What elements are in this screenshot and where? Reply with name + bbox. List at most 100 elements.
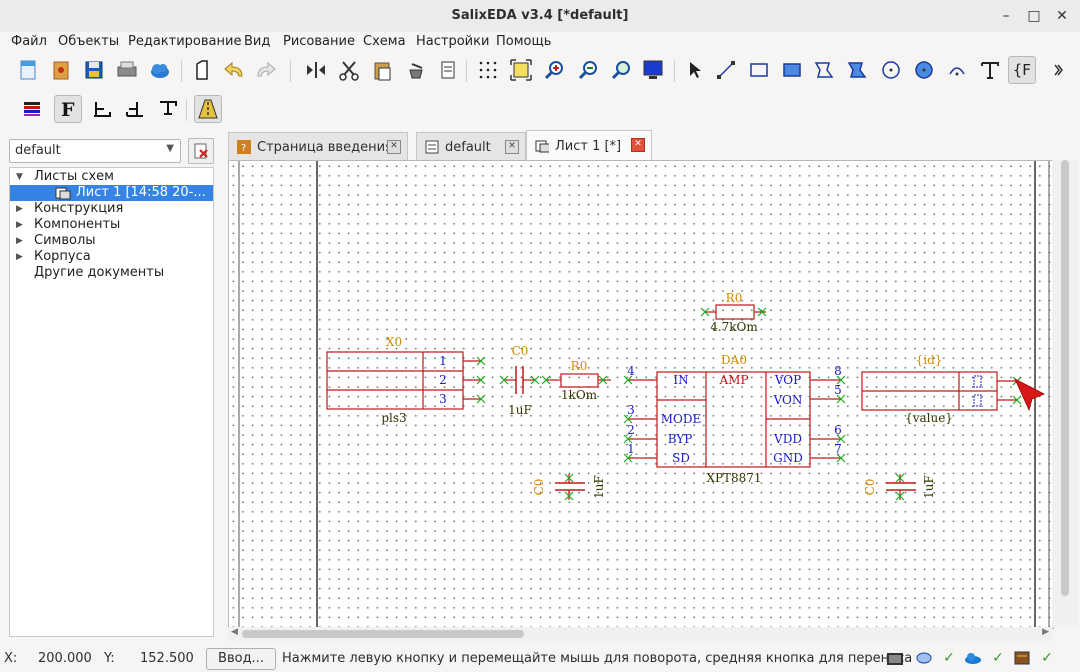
scroll-left-icon[interactable]: ◀	[231, 627, 238, 637]
close-icon[interactable]: ✕	[505, 140, 519, 154]
close-icon[interactable]: ✕	[387, 140, 401, 154]
draw-filled-polygon-icon[interactable]	[843, 56, 871, 84]
align-center-icon[interactable]	[121, 95, 149, 123]
tab-intro-page[interactable]: ? Страница введения ✕	[228, 132, 408, 161]
cap-value: 1uF	[508, 403, 532, 417]
toolbar-separator	[186, 99, 187, 121]
text-tool-icon[interactable]	[976, 56, 1004, 84]
cap-br-ref: C0	[863, 479, 877, 496]
amp-pin-num-5: 5	[834, 383, 842, 397]
capacitor-c0-bottom-left[interactable]: C0 1uF	[532, 473, 606, 501]
delete-project-button[interactable]	[188, 138, 214, 164]
capacitor-c0-bottom-right[interactable]: C0 1uF	[863, 473, 936, 501]
open-project-icon[interactable]	[47, 56, 75, 84]
amp-pin-in: IN	[673, 373, 688, 387]
project-select-value: default	[15, 143, 61, 158]
tree-item-construction[interactable]: ▶ Конструкция	[10, 201, 213, 217]
mirror-icon[interactable]	[302, 56, 330, 84]
cap-bl-value: 1uF	[592, 475, 606, 499]
clean-icon[interactable]	[402, 56, 430, 84]
draw-arc-icon[interactable]	[943, 56, 971, 84]
schematic-canvas[interactable]: X0 1 2 3 pls3 C0	[228, 160, 1054, 629]
connector-x0[interactable]: X0 1 2 3 pls3	[326, 335, 486, 425]
capacitor-c0-series[interactable]: C0 1uF	[499, 344, 540, 417]
scroll-right-icon[interactable]: ▶	[1042, 627, 1049, 637]
select-pointer-icon[interactable]	[681, 56, 709, 84]
paste-icon[interactable]	[368, 56, 396, 84]
draw-polygon-icon[interactable]	[810, 56, 838, 84]
connector-right[interactable]: {id} {value}	[861, 353, 1022, 425]
menu-settings[interactable]: Настройки	[416, 34, 490, 49]
menu-help[interactable]: Помощь	[496, 34, 552, 49]
chevron-right-icon[interactable]: ▶	[16, 252, 23, 262]
zoom-fit-icon[interactable]	[507, 56, 535, 84]
menu-draw[interactable]: Рисование	[283, 34, 355, 49]
tree-item-schematic-sheets[interactable]: ▼ Листы схем	[10, 169, 213, 185]
tree-item-symbols[interactable]: ▶ Символы	[10, 233, 213, 249]
vertical-scrollbar[interactable]	[1052, 160, 1078, 627]
road-mode-icon[interactable]	[194, 95, 222, 123]
grid-icon[interactable]	[474, 56, 502, 84]
vertical-scroll-thumb[interactable]	[1061, 160, 1069, 596]
library-icon[interactable]	[1011, 648, 1033, 668]
draw-rect-icon[interactable]	[745, 56, 773, 84]
zoom-in-icon[interactable]	[540, 56, 568, 84]
x0-pin-3: 3	[439, 392, 447, 406]
field-tool-icon[interactable]: {F}	[1008, 56, 1036, 84]
undo-icon[interactable]	[220, 56, 248, 84]
cut-icon[interactable]	[335, 56, 363, 84]
tree-item-components[interactable]: ▶ Компоненты	[10, 217, 213, 233]
draw-line-icon[interactable]	[712, 56, 740, 84]
resistor-r0-series[interactable]: R0 1kOm	[541, 359, 611, 402]
draw-circle-icon[interactable]	[877, 56, 905, 84]
chevron-right-icon[interactable]: ▶	[16, 236, 23, 246]
align-right-icon[interactable]	[154, 95, 182, 123]
horizontal-scroll-thumb[interactable]	[242, 630, 524, 638]
amp-pin-num-2: 2	[627, 423, 635, 437]
draw-filled-circle-icon[interactable]	[910, 56, 938, 84]
svg-text:?: ?	[241, 143, 246, 154]
minimize-button[interactable]: –	[1002, 8, 1010, 24]
close-button[interactable]: ✕	[1056, 8, 1068, 24]
tab-default[interactable]: default ✕	[416, 132, 526, 161]
monitor-icon[interactable]	[639, 56, 667, 84]
close-icon[interactable]: ✕	[631, 138, 645, 152]
tree-item-other-docs[interactable]: Другие документы	[10, 265, 213, 281]
resistor-r0-top[interactable]: R0 4.7kOm	[700, 291, 767, 334]
horizontal-scrollbar[interactable]: ◀ ▶	[228, 627, 1052, 641]
zoom-out-icon[interactable]	[574, 56, 602, 84]
redo-icon[interactable]	[252, 56, 280, 84]
maximize-button[interactable]: □	[1027, 8, 1041, 24]
chevron-right-icon[interactable]: ▶	[16, 220, 23, 230]
cloud-sync-icon[interactable]	[962, 648, 984, 668]
layers-icon[interactable]	[18, 95, 46, 123]
tree-item-sheet-1[interactable]: Лист 1 [14:58 20-...	[10, 185, 213, 201]
save-icon[interactable]	[80, 56, 108, 84]
project-icon	[425, 140, 439, 154]
menu-schematic[interactable]: Схема	[363, 34, 406, 49]
film-icon[interactable]	[884, 648, 906, 668]
menu-file[interactable]: Файл	[11, 34, 47, 49]
properties-icon[interactable]	[434, 56, 462, 84]
tree-item-packages[interactable]: ▶ Корпуса	[10, 249, 213, 265]
input-button[interactable]: Ввод...	[206, 648, 276, 670]
font-bold-icon[interactable]: F	[54, 95, 82, 123]
amplifier-da0[interactable]: DA0 AMP IN MODE BYP SD VOP VON VDD GND	[623, 353, 846, 485]
chevron-right-icon[interactable]: ▶	[16, 204, 23, 214]
chevron-down-icon[interactable]: ▼	[16, 172, 23, 182]
project-select[interactable]: default ▼	[9, 139, 181, 163]
tab-sheet-1[interactable]: Лист 1 [*] ✕	[526, 130, 652, 161]
menu-view[interactable]: Вид	[244, 34, 271, 49]
align-left-icon[interactable]	[88, 95, 116, 123]
toolbar-overflow-icon[interactable]	[1044, 56, 1072, 84]
new-file-icon[interactable]	[14, 56, 42, 84]
menu-edit[interactable]: Редактирование	[128, 34, 242, 49]
zoom-area-icon[interactable]	[607, 56, 635, 84]
print-icon[interactable]	[113, 56, 141, 84]
network-icon[interactable]	[913, 648, 935, 668]
res-value: 1kOm	[561, 388, 598, 402]
cloud-icon[interactable]	[146, 56, 174, 84]
menu-objects[interactable]: Объекты	[58, 34, 120, 49]
page-icon[interactable]	[188, 56, 216, 84]
draw-filled-rect-icon[interactable]	[778, 56, 806, 84]
